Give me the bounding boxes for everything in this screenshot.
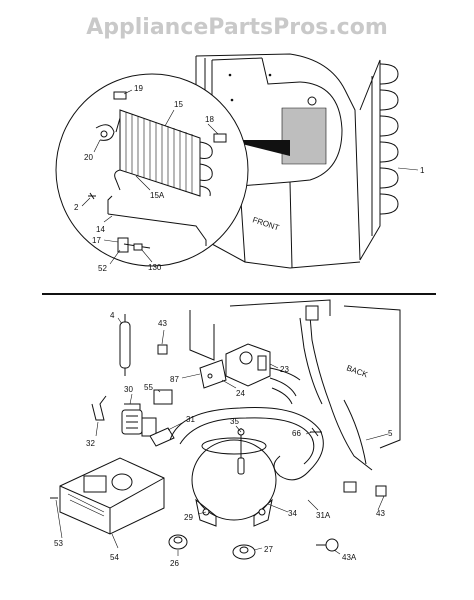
callout-54: 54 <box>110 553 119 562</box>
callout-23: 23 <box>280 365 289 374</box>
front-label: FRONT <box>251 215 280 232</box>
callout-26: 26 <box>170 559 179 568</box>
callout-18: 18 <box>205 115 214 124</box>
callout-43-top: 43 <box>158 319 167 328</box>
callout-24: 24 <box>236 389 245 398</box>
callout-52: 52 <box>98 264 107 273</box>
callout-20: 20 <box>84 153 93 162</box>
part-18-pad <box>213 133 227 143</box>
callout-5: 5 <box>388 429 393 438</box>
part-29-compressor <box>191 428 277 527</box>
callout-17: 17 <box>92 236 101 245</box>
part-55-cover <box>153 389 173 405</box>
callout-34: 34 <box>288 509 297 518</box>
callout-55: 55 <box>144 383 153 392</box>
watermark-text: AppliancePartsPros.com <box>86 15 388 40</box>
callout-19: 19 <box>134 84 143 93</box>
callout-31: 31 <box>186 415 195 424</box>
evaporator-coil <box>114 109 213 197</box>
callout-87: 87 <box>170 375 179 384</box>
part-54-control-box <box>59 457 165 535</box>
callout-35: 35 <box>230 417 239 426</box>
callout-15: 15 <box>174 100 183 109</box>
part-26-grommet <box>168 534 188 550</box>
callout-43A: 43A <box>342 553 357 562</box>
part-27-grommet <box>232 544 256 560</box>
callout-2: 2 <box>74 203 79 212</box>
part-19-pad <box>113 91 127 100</box>
callout-66: 66 <box>292 429 301 438</box>
evaporator-detail-circle <box>55 73 249 267</box>
callout-32: 32 <box>86 439 95 448</box>
callout-31A: 31A <box>316 511 331 520</box>
part-4-drier <box>119 314 131 376</box>
machine-compartment: BACK <box>50 299 401 560</box>
back-label: BACK <box>345 363 369 379</box>
callout-14: 14 <box>96 225 105 234</box>
callout-27: 27 <box>264 545 273 554</box>
part-30-overload <box>121 403 157 437</box>
callout-43-right: 43 <box>376 509 385 518</box>
callout-4: 4 <box>110 311 115 320</box>
callout-53: 53 <box>54 539 63 548</box>
part-23-relay <box>225 343 271 387</box>
callout-labels: 19 15 18 20 15A 2 14 17 52 130 1 4 43 87… <box>54 84 425 568</box>
part-43A-clip <box>316 538 339 552</box>
callout-15A: 15A <box>150 191 165 200</box>
callout-130: 130 <box>148 263 162 272</box>
callout-1: 1 <box>420 166 425 175</box>
callout-29: 29 <box>184 513 193 522</box>
callout-30: 30 <box>124 385 133 394</box>
